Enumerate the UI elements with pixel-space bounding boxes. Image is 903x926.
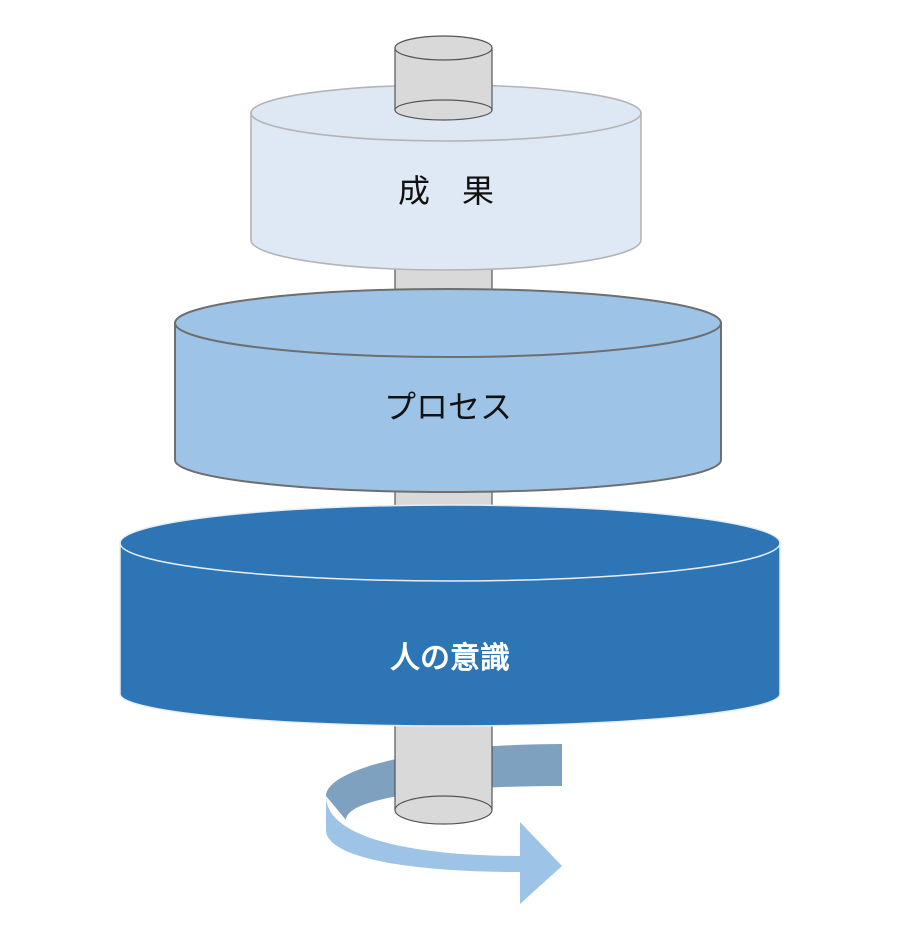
layer-consciousness: 人の意識 xyxy=(119,504,781,727)
rotation-arrow-front xyxy=(326,796,562,904)
label-process: プロセス xyxy=(384,388,512,426)
shaft-top xyxy=(394,35,493,121)
label-consciousness: 人の意識 xyxy=(390,641,510,676)
label-result: 成 果 xyxy=(398,172,494,210)
layer-process: プロセス xyxy=(174,288,722,493)
